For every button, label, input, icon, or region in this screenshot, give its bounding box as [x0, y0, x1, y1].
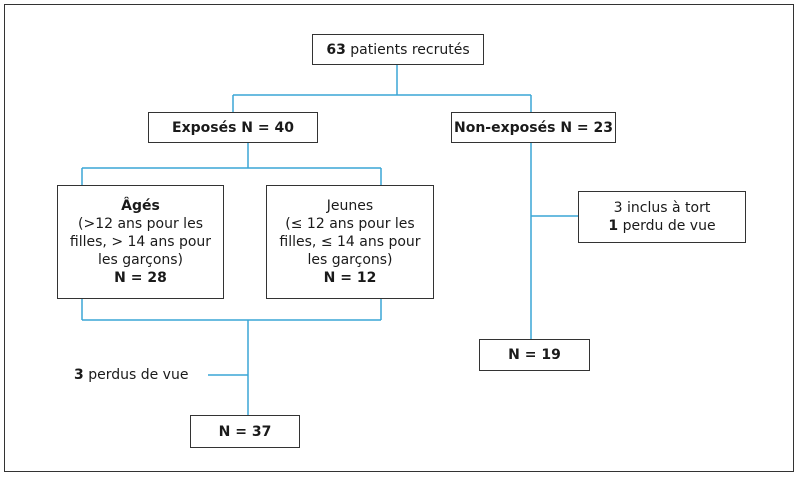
young-title: Jeunes: [326, 198, 374, 214]
excluded-lost-label: perdu de vue: [622, 218, 716, 234]
young-criteria-line: (≤ 12 ans pour les: [285, 216, 415, 232]
recruited-box: 63 patients recrutés: [312, 34, 484, 65]
nonexposed-box: Non-exposés N = 23: [451, 112, 616, 143]
young-criteria-line: les garçons): [307, 252, 393, 268]
excluded-lost-count: 1: [608, 218, 619, 234]
nonexposed-label: Non-exposés N = 23: [454, 119, 613, 136]
final-nonexposed-box: N = 19: [479, 339, 590, 371]
exposed-label: Exposés N = 40: [172, 119, 294, 136]
lost-exposed-count: 3: [74, 367, 84, 383]
young-count: N = 12: [323, 270, 377, 286]
recruited-label: patients recrutés: [350, 41, 470, 58]
lost-exposed-label: 3 perdus de vue: [74, 366, 189, 384]
final-nonexposed-count: N = 19: [508, 347, 561, 363]
exposed-box: Exposés N = 40: [148, 112, 318, 143]
excluded-line: 3 inclus à tort: [613, 200, 711, 216]
young-box: Jeunes (≤ 12 ans pour les filles, ≤ 14 a…: [266, 185, 434, 299]
recruited-count: 63: [326, 41, 346, 58]
aged-criteria-line: (>12 ans pour les: [78, 216, 203, 232]
final-exposed-count: N = 37: [218, 423, 272, 440]
aged-box: Âgés (>12 ans pour les filles, > 14 ans …: [57, 185, 224, 299]
excluded-box: 3 inclus à tort 1 perdu de vue: [578, 191, 746, 243]
aged-criteria-line: filles, > 14 ans pour: [69, 234, 212, 250]
aged-title: Âgés: [121, 198, 160, 214]
diagram-frame: [4, 4, 794, 472]
aged-count: N = 28: [114, 270, 167, 286]
final-exposed-box: N = 37: [190, 415, 300, 448]
lost-exposed-text: perdus de vue: [88, 367, 189, 383]
young-criteria-line: filles, ≤ 14 ans pour: [279, 234, 421, 250]
aged-criteria-line: les garçons): [97, 252, 184, 268]
